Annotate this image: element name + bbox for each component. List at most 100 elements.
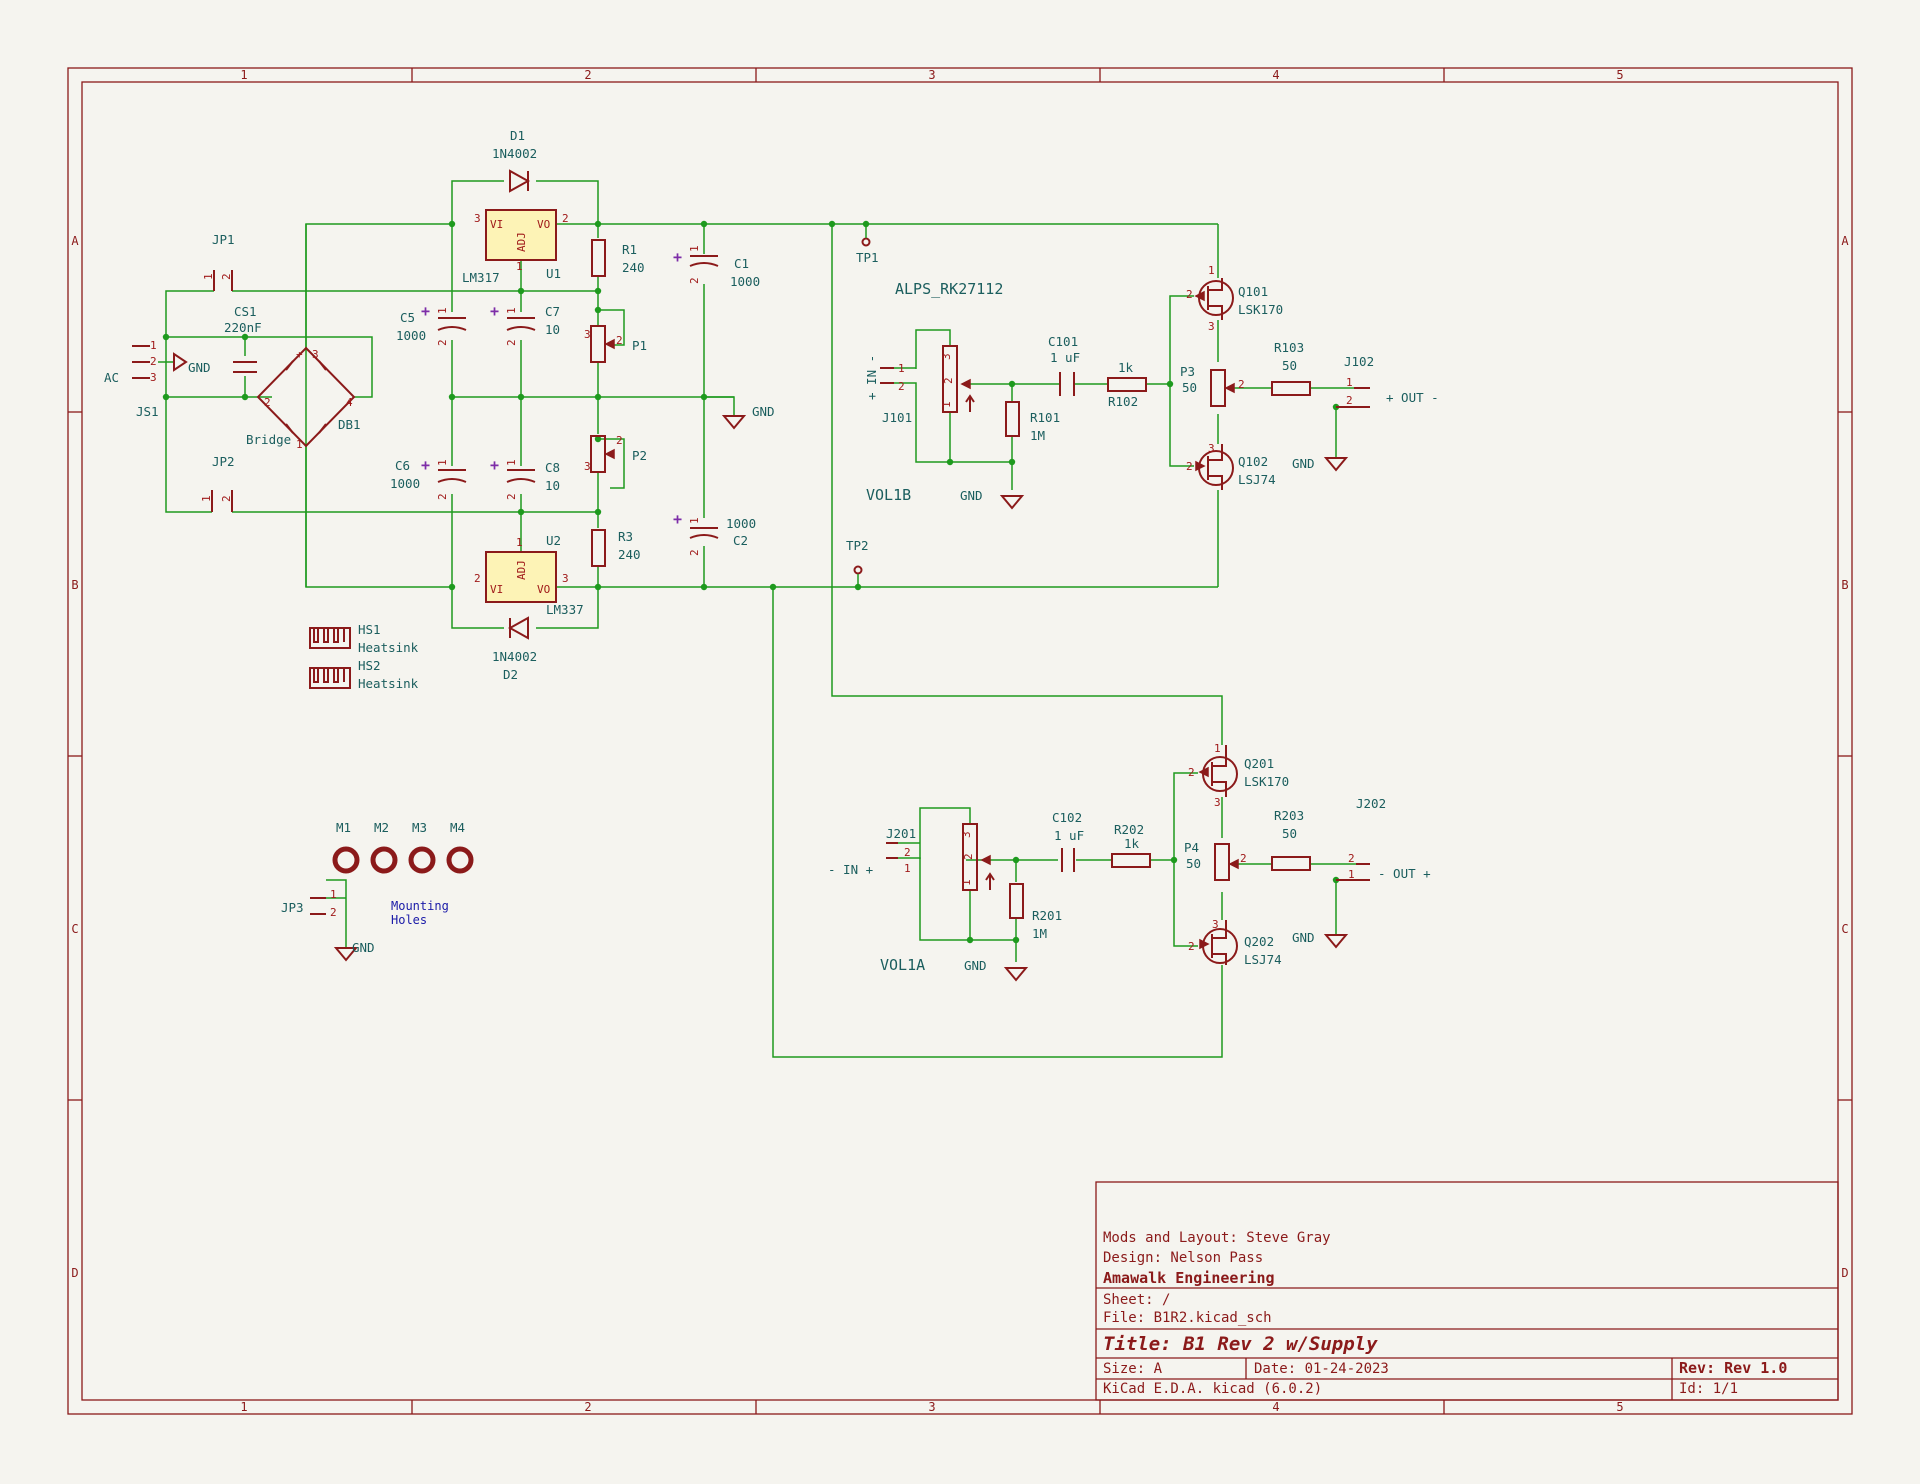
svg-text:2: 2 [1348, 852, 1355, 865]
svg-text:+ IN -: + IN - [864, 355, 879, 400]
junction-dot [1012, 936, 1020, 944]
svg-text:GND: GND [1292, 930, 1315, 945]
svg-text:2: 2 [1186, 460, 1193, 473]
svg-text:Holes: Holes [391, 913, 427, 927]
svg-text:1 uF: 1 uF [1054, 828, 1084, 843]
junction-dot [517, 287, 525, 295]
svg-text:3: 3 [312, 348, 319, 361]
svg-text:3: 3 [584, 328, 591, 341]
svg-text:2: 2 [688, 549, 701, 556]
svg-text:VI: VI [490, 583, 503, 596]
junction-dot [700, 393, 708, 401]
junction-dot [517, 508, 525, 516]
svg-text:P4: P4 [1184, 840, 1199, 855]
junction-dot [1008, 458, 1016, 466]
svg-text:+: + [296, 348, 303, 361]
svg-text:+: + [673, 248, 682, 266]
zone-row-a-right: A [1841, 234, 1849, 248]
svg-text:JP3: JP3 [281, 900, 304, 915]
svg-text:1000: 1000 [730, 274, 760, 289]
svg-text:C102: C102 [1052, 810, 1082, 825]
connector-j201: 2 1 J201 - IN + [828, 826, 916, 877]
resistor-r103: R103 50 [1271, 340, 1311, 396]
svg-text:1k: 1k [1124, 836, 1140, 851]
zone-row-a-left: A [71, 234, 79, 248]
zone-col-4-top: 4 [1272, 68, 1279, 82]
u2-ref: U2 [546, 533, 561, 548]
zone-col-5-bottom: 5 [1616, 1400, 1623, 1414]
svg-text:VO: VO [537, 583, 550, 596]
svg-text:1M: 1M [1030, 428, 1045, 443]
title-block: Mods and Layout: Steve Gray Design: Nels… [1095, 1181, 1839, 1401]
tb-size: Size: A [1103, 1361, 1163, 1377]
connector-js1: 1 2 3 GND AC JS1 [104, 339, 211, 419]
svg-text:JS1: JS1 [136, 404, 159, 419]
svg-text:1: 1 [688, 517, 701, 524]
zone-col-2-bottom: 2 [584, 1400, 591, 1414]
svg-text:1: 1 [436, 307, 449, 314]
svg-text:LSK170: LSK170 [1238, 302, 1283, 317]
svg-text:VO: VO [537, 218, 550, 231]
jfet-q102: 2 3 Q102 LSJ74 [1186, 442, 1276, 490]
junction-dot [594, 508, 602, 516]
zone-col-3-top: 3 [928, 68, 935, 82]
pot-vol1a: 2 3 1 VOL1A [880, 823, 995, 974]
tb-title: Title: B1 Rev 2 w/Supply [1103, 1333, 1378, 1355]
svg-text:Heatsink: Heatsink [358, 676, 419, 691]
svg-text:Bridge: Bridge [246, 432, 291, 447]
jumper-jp3: 1 2 JP3 GND [281, 888, 375, 962]
capacitor-c1: + C1 1000 [673, 248, 760, 289]
capacitor-c8: + C8 10 [490, 456, 560, 493]
svg-text:2: 2 [904, 846, 911, 859]
svg-text:10: 10 [545, 478, 560, 493]
diode-d2: 1N4002 D2 [492, 616, 537, 682]
junction-dot [594, 220, 602, 228]
tb-file: File: B1R2.kicad_sch [1103, 1310, 1272, 1326]
svg-text:C7: C7 [545, 304, 560, 319]
svg-text:TP1: TP1 [856, 250, 879, 265]
svg-text:Q101: Q101 [1238, 284, 1268, 299]
tb-design: Design: Nelson Pass [1103, 1250, 1263, 1266]
junction-dot [594, 393, 602, 401]
testpoint-tp1: TP1 [856, 224, 879, 265]
svg-text:3: 3 [474, 212, 481, 225]
svg-text:1: 1 [688, 245, 701, 252]
heatsink-hs2: HS2 Heatsink [309, 658, 419, 691]
svg-text:J202: J202 [1356, 796, 1386, 811]
capacitor-c101: C101 1 uF [1048, 334, 1080, 396]
tb-id: Id: 1/1 [1679, 1381, 1738, 1397]
junction-dot [769, 583, 777, 591]
junction-dot [1012, 856, 1020, 864]
svg-text:R3: R3 [618, 529, 633, 544]
svg-text:4: 4 [346, 396, 353, 409]
svg-text:1000: 1000 [396, 328, 426, 343]
testpoint-tp2: TP2 [846, 538, 869, 587]
diode-d1: D1 1N4002 [492, 128, 537, 193]
svg-text:Mounting: Mounting [391, 899, 449, 913]
junction-dot [1166, 380, 1174, 388]
svg-text:50: 50 [1186, 856, 1201, 871]
svg-text:+: + [673, 510, 682, 528]
svg-text:1: 1 [1346, 376, 1353, 389]
svg-text:2: 2 [962, 853, 975, 860]
jumper-jp1: 1 2 JP1 [202, 232, 235, 291]
capacitor-c5: + C5 1000 [396, 302, 467, 343]
svg-text:2: 2 [688, 277, 701, 284]
svg-text:VOL1A: VOL1A [880, 956, 925, 974]
svg-text:P2: P2 [632, 448, 647, 463]
jumper-jp2: 1 2 JP2 [200, 454, 235, 512]
mounting-holes: M1 M2 M3 M4 Mounting Holes [332, 820, 474, 927]
junction-dot [594, 287, 602, 295]
svg-text:ADJ: ADJ [515, 232, 528, 252]
svg-text:3: 3 [1214, 796, 1221, 809]
zone-col-1-bottom: 1 [240, 1400, 247, 1414]
zone-col-1-top: 1 [240, 68, 247, 82]
svg-text:1M: 1M [1032, 926, 1047, 941]
svg-text:2: 2 [264, 396, 271, 409]
svg-text:2: 2 [1188, 766, 1195, 779]
zone-row-c-right: C [1841, 922, 1848, 936]
svg-text:J101: J101 [882, 410, 912, 425]
junction-dot [448, 583, 456, 591]
svg-text:GND: GND [960, 488, 983, 503]
svg-text:J201: J201 [886, 826, 916, 841]
